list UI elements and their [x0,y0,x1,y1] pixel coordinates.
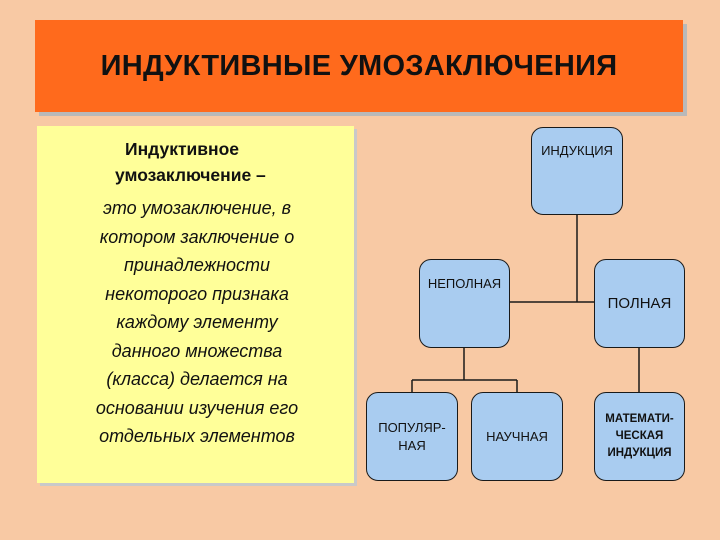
definition-line: некоторого признака [105,283,289,304]
title-banner: ИНДУКТИВНЫЕ УМОЗАКЛЮЧЕНИЯ [35,20,683,112]
node-math-induction: МАТЕМАТИ- ЧЕСКАЯ ИНДУКЦИЯ [594,392,685,481]
definition-line: каждому элементу [116,312,278,332]
node-partial: НЕПОЛНАЯ [419,259,510,348]
node-math-line3: ИНДУКЦИЯ [607,447,672,459]
node-popular-line1: ПОПУЛЯР- [378,419,446,435]
page-title: ИНДУКТИВНЫЕ УМОЗАКЛЮЧЕНИЯ [100,49,618,82]
definition-line: основании изучения его [95,397,299,418]
definition-line: отдельных элементов [99,426,295,446]
definition-line: котором заключение о [99,226,295,247]
definition-line: данного множества [111,340,283,361]
definition-body: это умозаключение, в котором заключение … [47,194,347,451]
node-induction-label: ИНДУКЦИЯ [541,143,613,158]
definition-line: (класса) делается на [106,369,288,389]
definition-line: это умозаключение, в [102,198,291,218]
node-scientific-label: НАУЧНАЯ [486,428,548,444]
definition-term: Индуктивное умозаключение – [75,136,345,188]
node-full-label: ПОЛНАЯ [607,294,672,312]
node-math-line1: МАТЕМАТИ- [605,413,674,425]
node-full: ПОЛНАЯ [594,259,685,348]
node-popular: ПОПУЛЯР- НАЯ [366,392,458,481]
definition-term-line1: Индуктивное [125,139,240,159]
node-math-line2: ЧЕСКАЯ [615,430,664,442]
node-popular-line2: НАЯ [398,437,426,453]
node-induction: ИНДУКЦИЯ [531,127,623,215]
node-partial-label: НЕПОЛНАЯ [427,275,502,291]
definition-panel: Индуктивное умозаключение – это умозаклю… [37,126,354,483]
node-scientific: НАУЧНАЯ [471,392,563,481]
definition-line: принадлежности [123,255,271,275]
definition-term-line2: умозаключение – [115,165,266,185]
